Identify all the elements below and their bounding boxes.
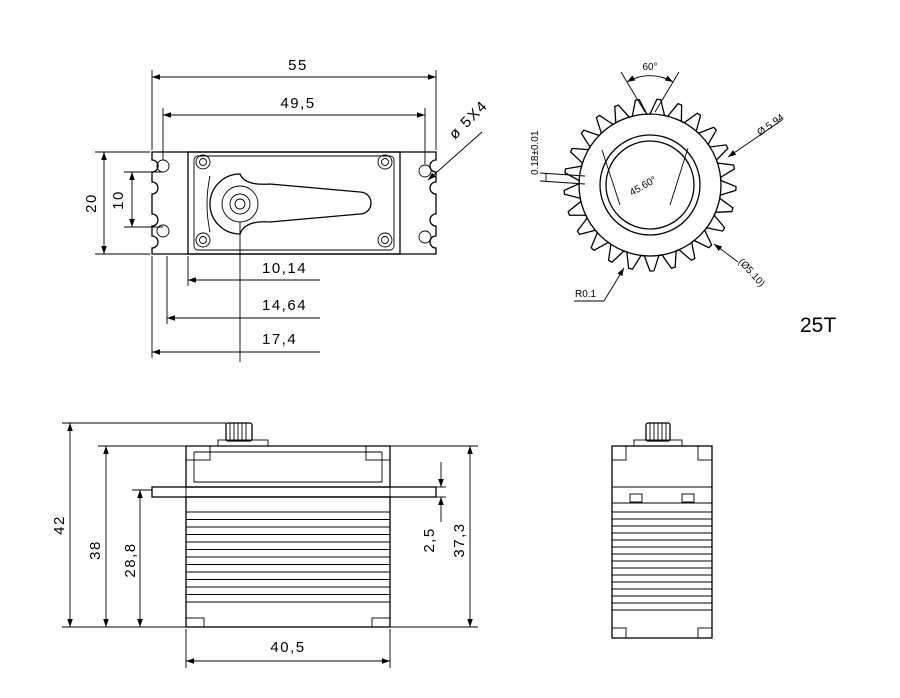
front-body xyxy=(185,496,391,628)
front-cooling-fins xyxy=(186,511,390,603)
side-view xyxy=(611,422,713,639)
case-top-inner xyxy=(193,155,395,251)
dim-height-overall: 20 xyxy=(83,151,150,255)
spline-root-circle xyxy=(578,113,722,257)
top-view-flange-outline xyxy=(151,151,437,255)
case-top xyxy=(187,151,401,255)
tooth-count-label: 25T xyxy=(800,314,836,337)
dim-hole-spec: ø 5X4 xyxy=(427,97,492,181)
outer-dia-label: Ø 5.94 xyxy=(755,112,786,138)
front-flange xyxy=(151,486,437,498)
dim-offsets: 10,14 14,64 17,4 xyxy=(151,222,320,362)
case-screws xyxy=(195,154,393,248)
dim-40-5-label: 40,5 xyxy=(270,639,305,656)
front-view: 42 38 28,8 2,5 37,3 xyxy=(51,422,478,668)
side-body xyxy=(611,445,713,639)
dim-14-64-label: 14,64 xyxy=(262,297,307,314)
dim-10-label: 10 xyxy=(110,190,127,210)
dim-body-width: 40,5 xyxy=(185,629,391,668)
mount-hole-bottom-left xyxy=(156,224,170,238)
dim-height-total: 42 xyxy=(51,422,226,628)
dim-height-flange: 28,8 xyxy=(122,489,152,627)
root-dia-label: (Ø5.10) xyxy=(736,257,767,290)
spline-bore-inner xyxy=(605,140,695,230)
mount-hole-bottom-right xyxy=(418,230,432,244)
dim-37-3-label: 37,3 xyxy=(451,522,468,557)
dim-2-5-label: 2,5 xyxy=(421,527,438,552)
mount-hole-top-right xyxy=(418,164,432,178)
side-cooling-fins xyxy=(612,511,712,611)
dim-flange-thickness: 2,5 xyxy=(421,462,446,553)
tooth-depth-label: 0.18±0.01 xyxy=(530,130,541,175)
dim-inner-angle: 45.60° xyxy=(601,147,689,206)
dim-28-8-label: 28,8 xyxy=(122,542,139,577)
hole-spec-label: ø 5X4 xyxy=(446,97,492,143)
dim-20-label: 20 xyxy=(83,193,100,213)
dim-10-14-label: 10,14 xyxy=(262,260,307,277)
dim-17-4-label: 17,4 xyxy=(262,331,297,348)
dim-fillet: R0.1 xyxy=(574,267,625,302)
spline-bore-outer xyxy=(599,134,701,236)
dim-width-holes: 49,5 xyxy=(162,95,426,164)
dim-width-overall: 55 xyxy=(151,57,437,150)
dim-49-5-label: 49,5 xyxy=(280,95,315,112)
dim-angle-60: 60° xyxy=(620,62,680,113)
mount-hole-top-left xyxy=(156,159,170,173)
dim-root-dia: (Ø5.10) xyxy=(713,243,767,290)
dim-tooth-depth: 0.18±0.01 xyxy=(530,130,586,185)
dim-height-body: 38 xyxy=(87,445,186,627)
inner-angle-label: 45.60° xyxy=(628,175,659,199)
output-horn xyxy=(206,173,372,235)
front-output-spline xyxy=(217,422,269,447)
dim-42-label: 42 xyxy=(51,515,68,535)
top-view: 55 49,5 ø 5X4 20 10 xyxy=(83,57,491,362)
dim-outer-dia: Ø 5.94 xyxy=(727,112,787,158)
dim-height-holes: 10 xyxy=(110,171,163,228)
dim-height-right: 37,3 xyxy=(390,445,478,628)
dim-55-label: 55 xyxy=(288,57,308,74)
angle-60-label: 60° xyxy=(642,62,657,73)
fillet-label: R0.1 xyxy=(575,289,597,300)
dim-38-label: 38 xyxy=(87,540,104,560)
gear-view: 60° 0.18±0.01 Ø 5.94 45.60° (Ø5.10) R0. xyxy=(530,62,836,337)
